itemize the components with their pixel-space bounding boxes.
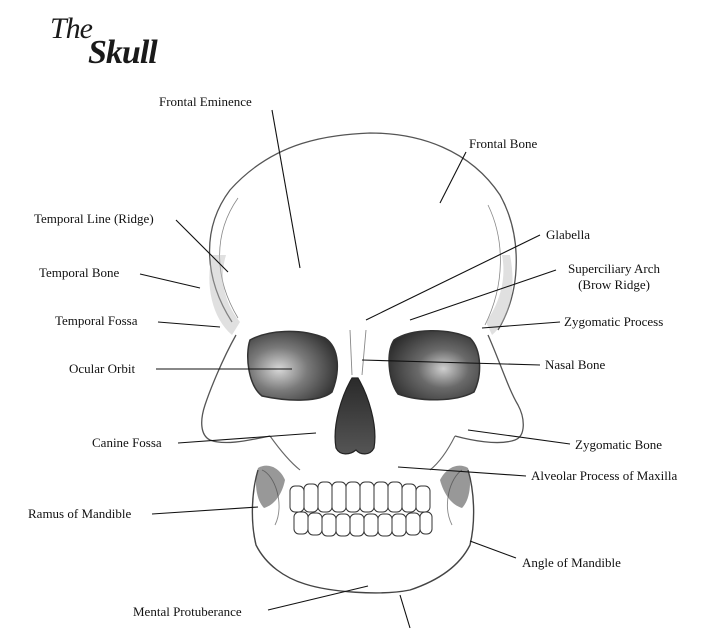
label-canine-fossa: Canine Fossa (92, 435, 162, 450)
ramus-shading (256, 465, 470, 508)
title-the: The (50, 12, 93, 45)
leader-glabella (365, 234, 541, 321)
label-superciliary-arch-line1: Superciliary Arch (567, 261, 661, 276)
leader-alveolar-process (397, 466, 527, 477)
label-mental-protuberance: Mental Protuberance (133, 604, 242, 619)
label-ocular-orbit: Ocular Orbit (69, 361, 136, 376)
leader-lines (139, 109, 571, 629)
leader-temporal-fossa (157, 321, 221, 328)
leader-canine-fossa (177, 432, 317, 444)
diagram-title: The Skull (46, 6, 176, 76)
eye-orbits (247, 330, 481, 401)
label-temporal-bone: Temporal Bone (39, 265, 120, 280)
label-ramus-of-mandible: Ramus of Mandible (28, 506, 132, 521)
teeth (289, 481, 433, 537)
label-temporal-line: Temporal Line (Ridge) (34, 211, 154, 226)
label-zygomatic-bone: Zygomatic Bone (575, 437, 663, 452)
left-orbit (247, 330, 339, 401)
label-temporal-fossa: Temporal Fossa (55, 313, 138, 328)
temporal-shading (209, 255, 513, 335)
leader-ramus-of-mandible (151, 506, 259, 515)
zygomatic-arches (201, 334, 524, 444)
leader-mental-protuberance (267, 585, 369, 611)
nasal-bone-lines (349, 329, 367, 376)
leader-zygomatic-process (481, 321, 561, 329)
leader-zygomatic-bone (467, 429, 571, 445)
leader-nasal-bone (361, 359, 541, 366)
label-frontal-bone: Frontal Bone (469, 136, 538, 151)
leader-superciliary-arch (409, 269, 557, 321)
cheek-lines (269, 435, 456, 471)
leader-temporal-line (175, 219, 229, 273)
title-skull: Skull (88, 34, 158, 71)
label-nasal-bone: Nasal Bone (545, 357, 606, 372)
label-alveolar-process: Alveolar Process of Maxilla (531, 468, 678, 483)
leader-frontal-bone (439, 151, 467, 204)
right-orbit (388, 330, 481, 401)
leader-frontal-eminence (271, 109, 301, 269)
nasal-cavity (334, 377, 376, 455)
label-superciliary-arch-line2: (Brow Ridge) (578, 277, 650, 292)
label-angle-of-mandible: Angle of Mandible (522, 555, 621, 570)
leader-angle-of-mandible (469, 540, 517, 559)
cranium-outline (208, 132, 517, 331)
leader-chin-bottom (399, 594, 411, 629)
label-zygomatic-process: Zygomatic Process (564, 314, 664, 329)
label-glabella: Glabella (546, 227, 591, 242)
label-frontal-eminence: Frontal Eminence (159, 94, 252, 109)
label-superciliary-arch: Superciliary Arch (Brow Ridge) (556, 261, 672, 293)
leader-temporal-bone (139, 273, 201, 289)
